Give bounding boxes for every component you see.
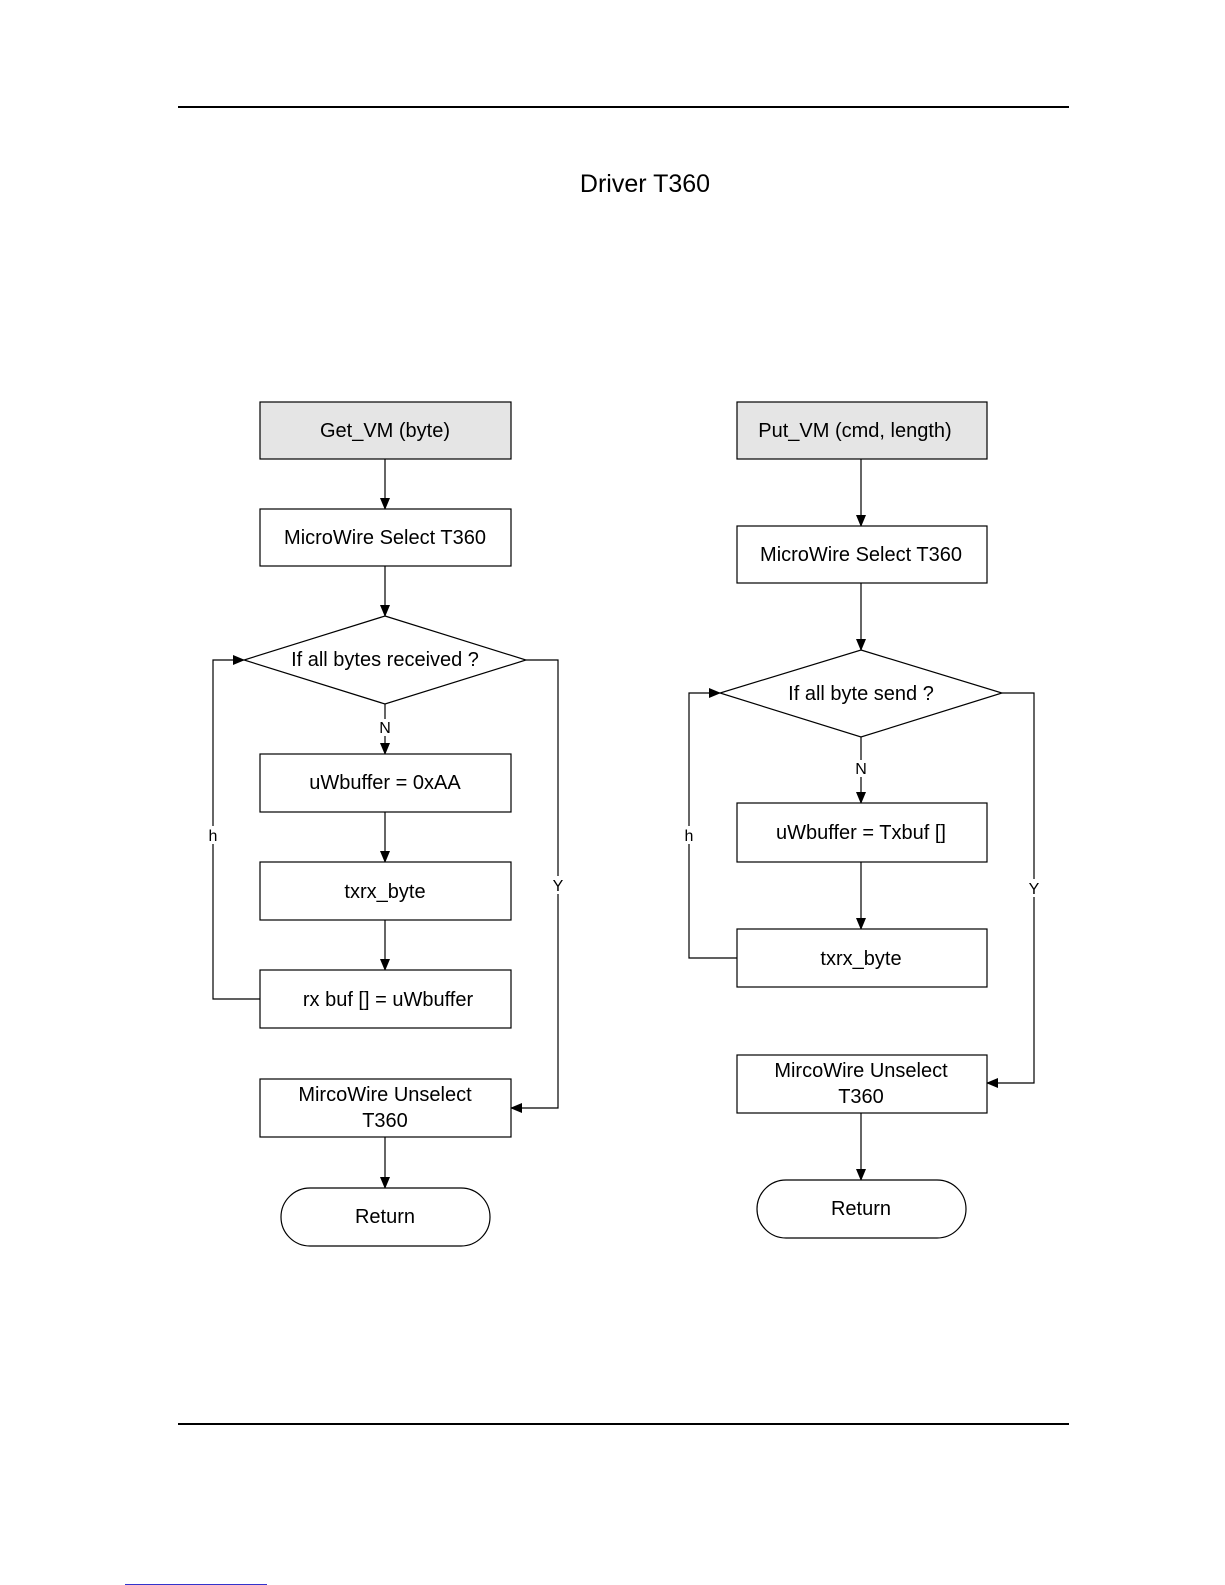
put-vm-loop-arrow — [689, 693, 737, 958]
put-vm-unselect-label-2: T360 — [838, 1086, 884, 1108]
get-vm-flowchart: Get_VM (byte) MicroWire Select T360 If a… — [205, 402, 566, 1246]
put-vm-select-label: MicroWire Select T360 — [760, 544, 962, 566]
put-vm-flowchart: Put_VM (cmd, length) MicroWire Select T3… — [681, 402, 1042, 1238]
get-vm-select-label: MicroWire Select T360 — [284, 527, 486, 549]
get-vm-step3-label: rx buf [] = uWbuffer — [303, 989, 474, 1011]
put-vm-label-yes: Y — [1029, 881, 1040, 898]
get-vm-unselect-label-1: MircoWire Unselect — [298, 1084, 472, 1106]
get-vm-label-yes: Y — [553, 878, 564, 895]
put-vm-label-no: N — [855, 761, 867, 778]
get-vm-label-loop: h — [209, 828, 218, 845]
put-vm-step2-label: txrx_byte — [820, 948, 901, 970]
put-vm-unselect-label-1: MircoWire Unselect — [774, 1060, 948, 1082]
get-vm-label-no: N — [379, 720, 391, 737]
get-vm-step1-label: uWbuffer = 0xAA — [309, 772, 461, 794]
put-vm-start-label: Put_VM (cmd, length) — [758, 420, 951, 442]
get-vm-return-label: Return — [355, 1206, 415, 1228]
put-vm-step1-label: uWbuffer = Txbuf [] — [776, 822, 946, 844]
put-vm-label-loop: h — [685, 828, 694, 845]
footer-rule — [178, 1423, 1069, 1425]
put-vm-decision-label: If all byte send ? — [788, 683, 934, 705]
put-vm-return-label: Return — [831, 1198, 891, 1220]
get-vm-start-label: Get_VM (byte) — [320, 420, 450, 442]
get-vm-unselect-label-2: T360 — [362, 1110, 408, 1132]
get-vm-decision-label: If all bytes received ? — [291, 649, 479, 671]
get-vm-step2-label: txrx_byte — [344, 881, 425, 903]
